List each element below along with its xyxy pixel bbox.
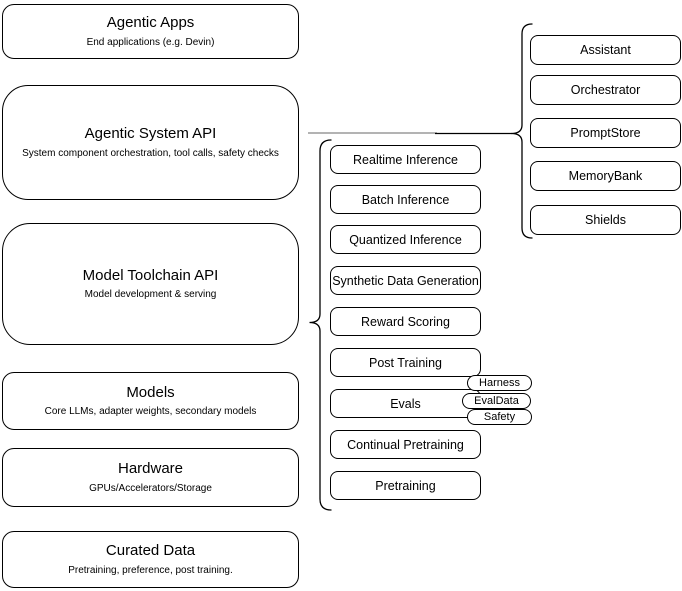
box-label: Shields	[585, 213, 626, 227]
box-promptstore: PromptStore	[530, 118, 681, 148]
box-title: Models	[126, 383, 175, 401]
box-reward-scoring: Reward Scoring	[330, 307, 481, 336]
box-batch-inference: Batch Inference	[330, 185, 481, 214]
pill-evaldata: EvalData	[462, 393, 531, 409]
box-label: Reward Scoring	[361, 314, 450, 329]
box-title: Model Toolchain API	[82, 266, 219, 284]
box-label: Continual Pretraining	[347, 437, 464, 452]
box-realtime-inference: Realtime Inference	[330, 145, 481, 174]
box-curated-data: Curated Data Pretraining, preference, po…	[2, 531, 299, 588]
box-label: Orchestrator	[570, 83, 641, 97]
box-label: Assistant	[580, 43, 631, 57]
box-title: Agentic Apps	[106, 14, 195, 32]
box-subtitle: Model development & serving	[84, 289, 217, 301]
box-models: Models Core LLMs, adapter weights, secon…	[2, 372, 299, 430]
box-assistant: Assistant	[530, 35, 681, 65]
box-hardware: Hardware GPUs/Accelerators/Storage	[2, 448, 299, 507]
middle-column-brace	[309, 139, 332, 511]
box-evals: Evals	[330, 389, 481, 418]
box-pretraining: Pretraining	[330, 471, 481, 500]
pill-harness: Harness	[467, 375, 532, 391]
box-title: Curated Data	[105, 542, 196, 560]
box-subtitle: End applications (e.g. Devin)	[86, 36, 215, 48]
box-label: Synthetic Data Generation	[332, 273, 479, 288]
pill-label: Safety	[483, 411, 516, 423]
pill-label: Harness	[479, 377, 520, 389]
box-synthetic-data-generation: Synthetic Data Generation	[330, 266, 481, 295]
box-subtitle: Core LLMs, adapter weights, secondary mo…	[44, 406, 257, 418]
box-label: Post Training	[369, 355, 442, 370]
box-quantized-inference: Quantized Inference	[330, 225, 481, 254]
right-column-brace	[511, 23, 533, 239]
box-post-training: Post Training	[330, 348, 481, 377]
box-label: Quantized Inference	[349, 232, 462, 247]
box-label: Pretraining	[375, 478, 436, 493]
box-model-toolchain-api: Model Toolchain API Model development & …	[2, 223, 299, 345]
box-orchestrator: Orchestrator	[530, 75, 681, 105]
box-label: MemoryBank	[568, 169, 643, 183]
box-continual-pretraining: Continual Pretraining	[330, 430, 481, 459]
pill-label: EvalData	[474, 395, 519, 407]
box-subtitle: GPUs/Accelerators/Storage	[89, 482, 212, 494]
box-label: Realtime Inference	[353, 152, 458, 167]
box-label: PromptStore	[570, 126, 641, 140]
box-shields: Shields	[530, 205, 681, 235]
box-subtitle: System component orchestration, tool cal…	[22, 147, 279, 159]
box-agentic-apps: Agentic Apps End applications (e.g. Devi…	[2, 4, 299, 59]
box-subtitle: Pretraining, preference, post training.	[68, 564, 233, 576]
box-title: Agentic System API	[84, 125, 217, 143]
box-label: Batch Inference	[361, 192, 450, 207]
box-label: Evals	[390, 396, 421, 411]
box-title: Hardware	[117, 460, 184, 478]
box-agentic-system-api: Agentic System API System component orch…	[2, 85, 299, 200]
pill-safety: Safety	[467, 409, 532, 425]
box-memorybank: MemoryBank	[530, 161, 681, 191]
